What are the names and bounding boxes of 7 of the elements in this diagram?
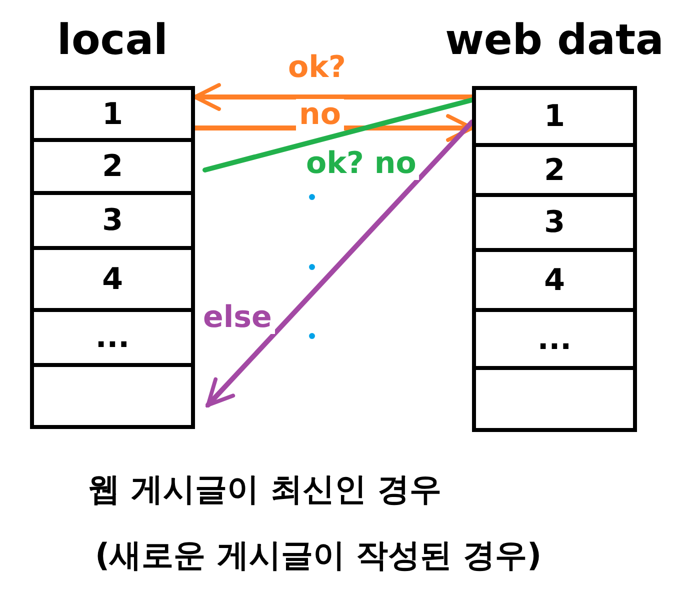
edge-label: no: [296, 99, 344, 131]
caption-text: 웹 게시글이 최신인 경우: [88, 469, 442, 510]
column-heading: web data: [444, 15, 665, 65]
caption-text: (새로운 게시글이 작성된 경우): [95, 535, 542, 576]
connector-line: [202, 98, 474, 172]
column-heading: local: [56, 15, 169, 65]
arrow: [206, 120, 474, 408]
